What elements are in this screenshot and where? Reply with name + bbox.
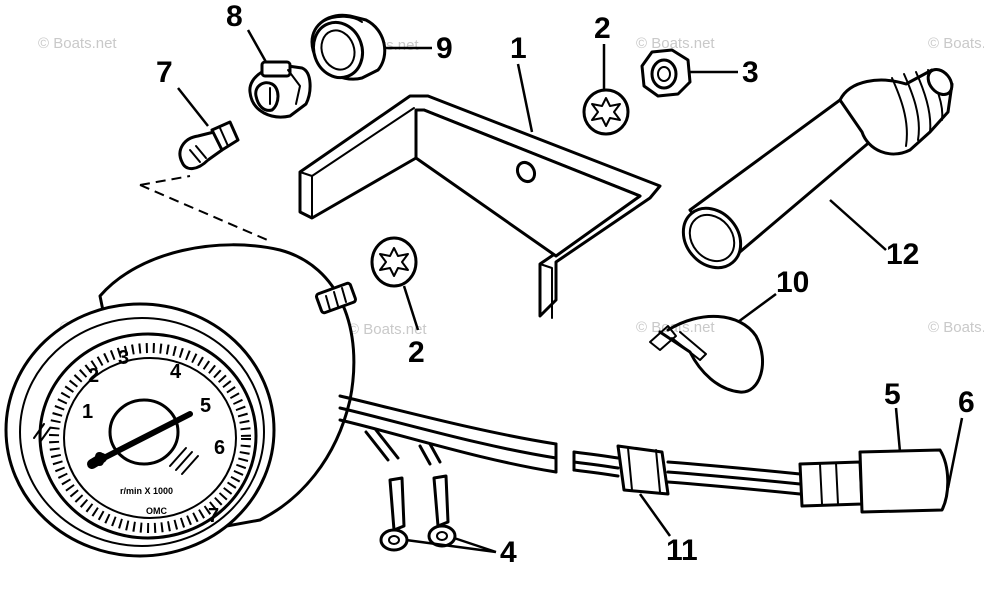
- watermark: © Boats.net: [636, 319, 715, 336]
- protective-boot-part: [681, 67, 954, 270]
- leader-line: [894, 407, 902, 453]
- callout-5: 5: [884, 378, 901, 411]
- harness-connector-part: [616, 444, 802, 496]
- lock-washer-part-middle: [370, 236, 418, 288]
- dial-number: 3: [118, 347, 129, 369]
- dial-number: 2: [88, 365, 99, 387]
- leader-line: [405, 536, 497, 554]
- callout-7: 7: [156, 56, 173, 89]
- watermark: © Boats.net: [928, 319, 984, 336]
- watermark: © Boats.net: [38, 35, 117, 52]
- callout-10: 10: [776, 266, 809, 299]
- lock-washer-part-top: [582, 88, 630, 136]
- callout-1: 1: [510, 32, 527, 65]
- dial-number: 6: [214, 437, 225, 459]
- watermark: © Boats.net: [636, 35, 715, 52]
- dial-unit-label: r/min X 1000: [120, 486, 173, 496]
- dial-number: 7: [208, 505, 219, 527]
- dial-number: 1: [82, 401, 93, 423]
- dial-brand-label: OMC: [146, 506, 167, 516]
- tachometer-gauge: [4, 243, 357, 558]
- mounting-bracket-part: [298, 94, 662, 319]
- callout-11: 11: [666, 534, 698, 567]
- leader-line: [516, 63, 534, 133]
- dashed-assembly-line: [139, 175, 273, 243]
- leader-line: [177, 87, 209, 127]
- lamp-socket-part: [248, 60, 312, 119]
- watermark: © Boats.net: [348, 321, 427, 338]
- leader-line: [946, 417, 964, 489]
- dial-number: 4: [170, 361, 182, 383]
- lens-cap-part: [310, 13, 387, 81]
- callout-4: 4: [500, 536, 517, 569]
- leader-line: [638, 493, 672, 537]
- callout-9: 9: [436, 32, 453, 65]
- leader-line: [737, 292, 777, 324]
- callout-numbers: 1 2 2 3 4 5 6 7 8 9 10 11 12: [156, 0, 975, 569]
- sender-plug-part: [798, 448, 950, 514]
- watermark: © Boats.net: [928, 35, 984, 52]
- leader-line: [402, 285, 420, 331]
- leader-line: [829, 199, 887, 251]
- callout-6: 6: [958, 386, 975, 419]
- callout-12: 12: [886, 238, 919, 271]
- nut-part: [640, 48, 692, 98]
- dial-number: 0: [94, 449, 105, 471]
- bulb-part: [178, 120, 240, 170]
- wiring-harness: [338, 394, 620, 478]
- leader-line: [246, 29, 268, 63]
- dial-number: 5: [200, 395, 211, 417]
- callout-2-top: 2: [594, 12, 611, 45]
- callout-2-middle: 2: [408, 336, 425, 369]
- dial-numbers: 1 2 3 4 5 6 7 0 r/min X 1000 OMC: [82, 347, 225, 527]
- cable-tie-part: [649, 314, 764, 394]
- callout-3: 3: [742, 56, 759, 89]
- callout-8: 8: [226, 0, 243, 33]
- ring-terminal-parts: [379, 474, 457, 552]
